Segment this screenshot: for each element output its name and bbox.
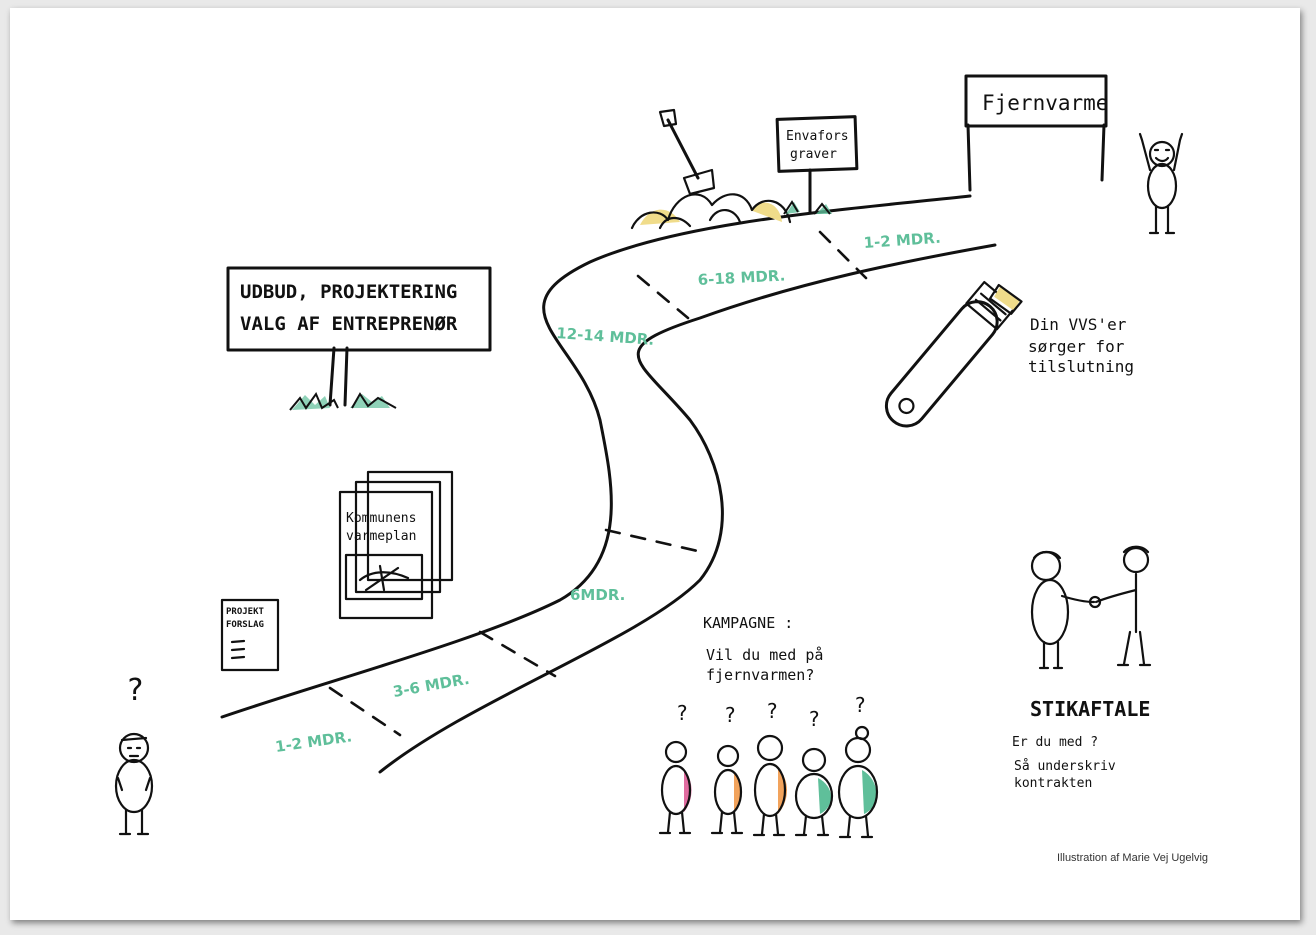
envafors-sign-line1: Envafors (786, 129, 849, 144)
segment-divider-2 (478, 630, 557, 678)
excavation-site: Envafors graver (630, 108, 859, 230)
crowd-person-2: ? (710, 703, 744, 835)
map-sketch (344, 553, 424, 601)
segment-divider-4 (636, 274, 690, 320)
varmeplan-line2: varmeplan (346, 529, 416, 544)
segment-divider-3 (604, 528, 704, 554)
fjernvarme-sign-board (964, 74, 1108, 128)
varmeplan-document: Kommunens varmeplan (338, 470, 454, 620)
vvs-line3: tilslutning (1028, 357, 1134, 376)
svg-text:?: ? (766, 699, 778, 723)
duration-label-2: 3-6 MDR. (392, 670, 471, 701)
vvs-line2: sørger for (1028, 337, 1125, 356)
projekt-line1: PROJEKT (226, 607, 265, 617)
shovel-icon (666, 118, 700, 180)
envafors-sign-line2: graver (790, 147, 837, 162)
projektforslag-document: PROJEKT FORSLAG (220, 598, 280, 672)
crowd: ? ? ? ? (658, 693, 879, 839)
stikaftale-title: STIKAFTALE (1030, 697, 1150, 721)
udbud-sign-board (226, 266, 492, 352)
fjernvarme-gate: Fjernvarme (964, 74, 1108, 192)
paper-sheet (10, 8, 1300, 920)
projekt-line2: FORSLAG (226, 620, 264, 630)
envafors-sign-board (775, 115, 859, 173)
questioning-person: ? (114, 673, 154, 836)
duration-label-3: 6MDR. (570, 586, 625, 604)
svg-text:?: ? (808, 707, 820, 731)
stikaftale-line2: Så underskriv (1014, 759, 1116, 774)
duration-label-5: 6-18 MDR. (697, 266, 785, 289)
udbud-sign-line2: VALG AF ENTREPRENØR (240, 313, 458, 335)
svg-text:?: ? (724, 703, 736, 727)
varmeplan-line1: Kommunens (346, 511, 416, 526)
duration-label-4: 12-14 MDR. (556, 324, 655, 349)
vvs-line1: Din VVS'er (1030, 315, 1127, 334)
road-edge-upper (220, 194, 972, 719)
road (220, 194, 997, 774)
svg-text:?: ? (676, 701, 688, 725)
segment-divider-1 (328, 686, 402, 737)
kampagne-title: KAMPAGNE : (703, 614, 793, 632)
stikaftale-line1: Er du med ? (1012, 735, 1098, 750)
kampagne-line1: Vil du med på (706, 646, 823, 664)
duration-label-6: 1-2 MDR. (863, 229, 941, 252)
duration-label-1: 1-2 MDR. (274, 727, 353, 756)
udbud-sign: UDBUD, PROJEKTERING VALG AF ENTREPRENØR (226, 266, 492, 411)
crowd-person-5: ? (837, 693, 879, 839)
wrench-icon (884, 280, 1023, 428)
kampagne-line2: fjernvarmen? (706, 666, 814, 684)
question-mark-left: ? (126, 673, 144, 708)
fjernvarme-sign-text: Fjernvarme (982, 91, 1108, 115)
handshake (1030, 545, 1152, 670)
road-edge-lower (378, 243, 997, 774)
cheering-person (1138, 132, 1184, 235)
segment-divider-5 (818, 230, 868, 280)
crowd-person-3: ? (752, 699, 787, 837)
udbud-sign-line1: UDBUD, PROJEKTERING (240, 281, 457, 303)
svg-text:?: ? (854, 693, 866, 717)
crowd-person-4: ? (794, 707, 834, 837)
crowd-person-1: ? (658, 701, 692, 835)
illustration-credit: Illustration af Marie Vej Ugelvig (1057, 852, 1208, 864)
stikaftale-line3: kontrakten (1014, 776, 1092, 791)
